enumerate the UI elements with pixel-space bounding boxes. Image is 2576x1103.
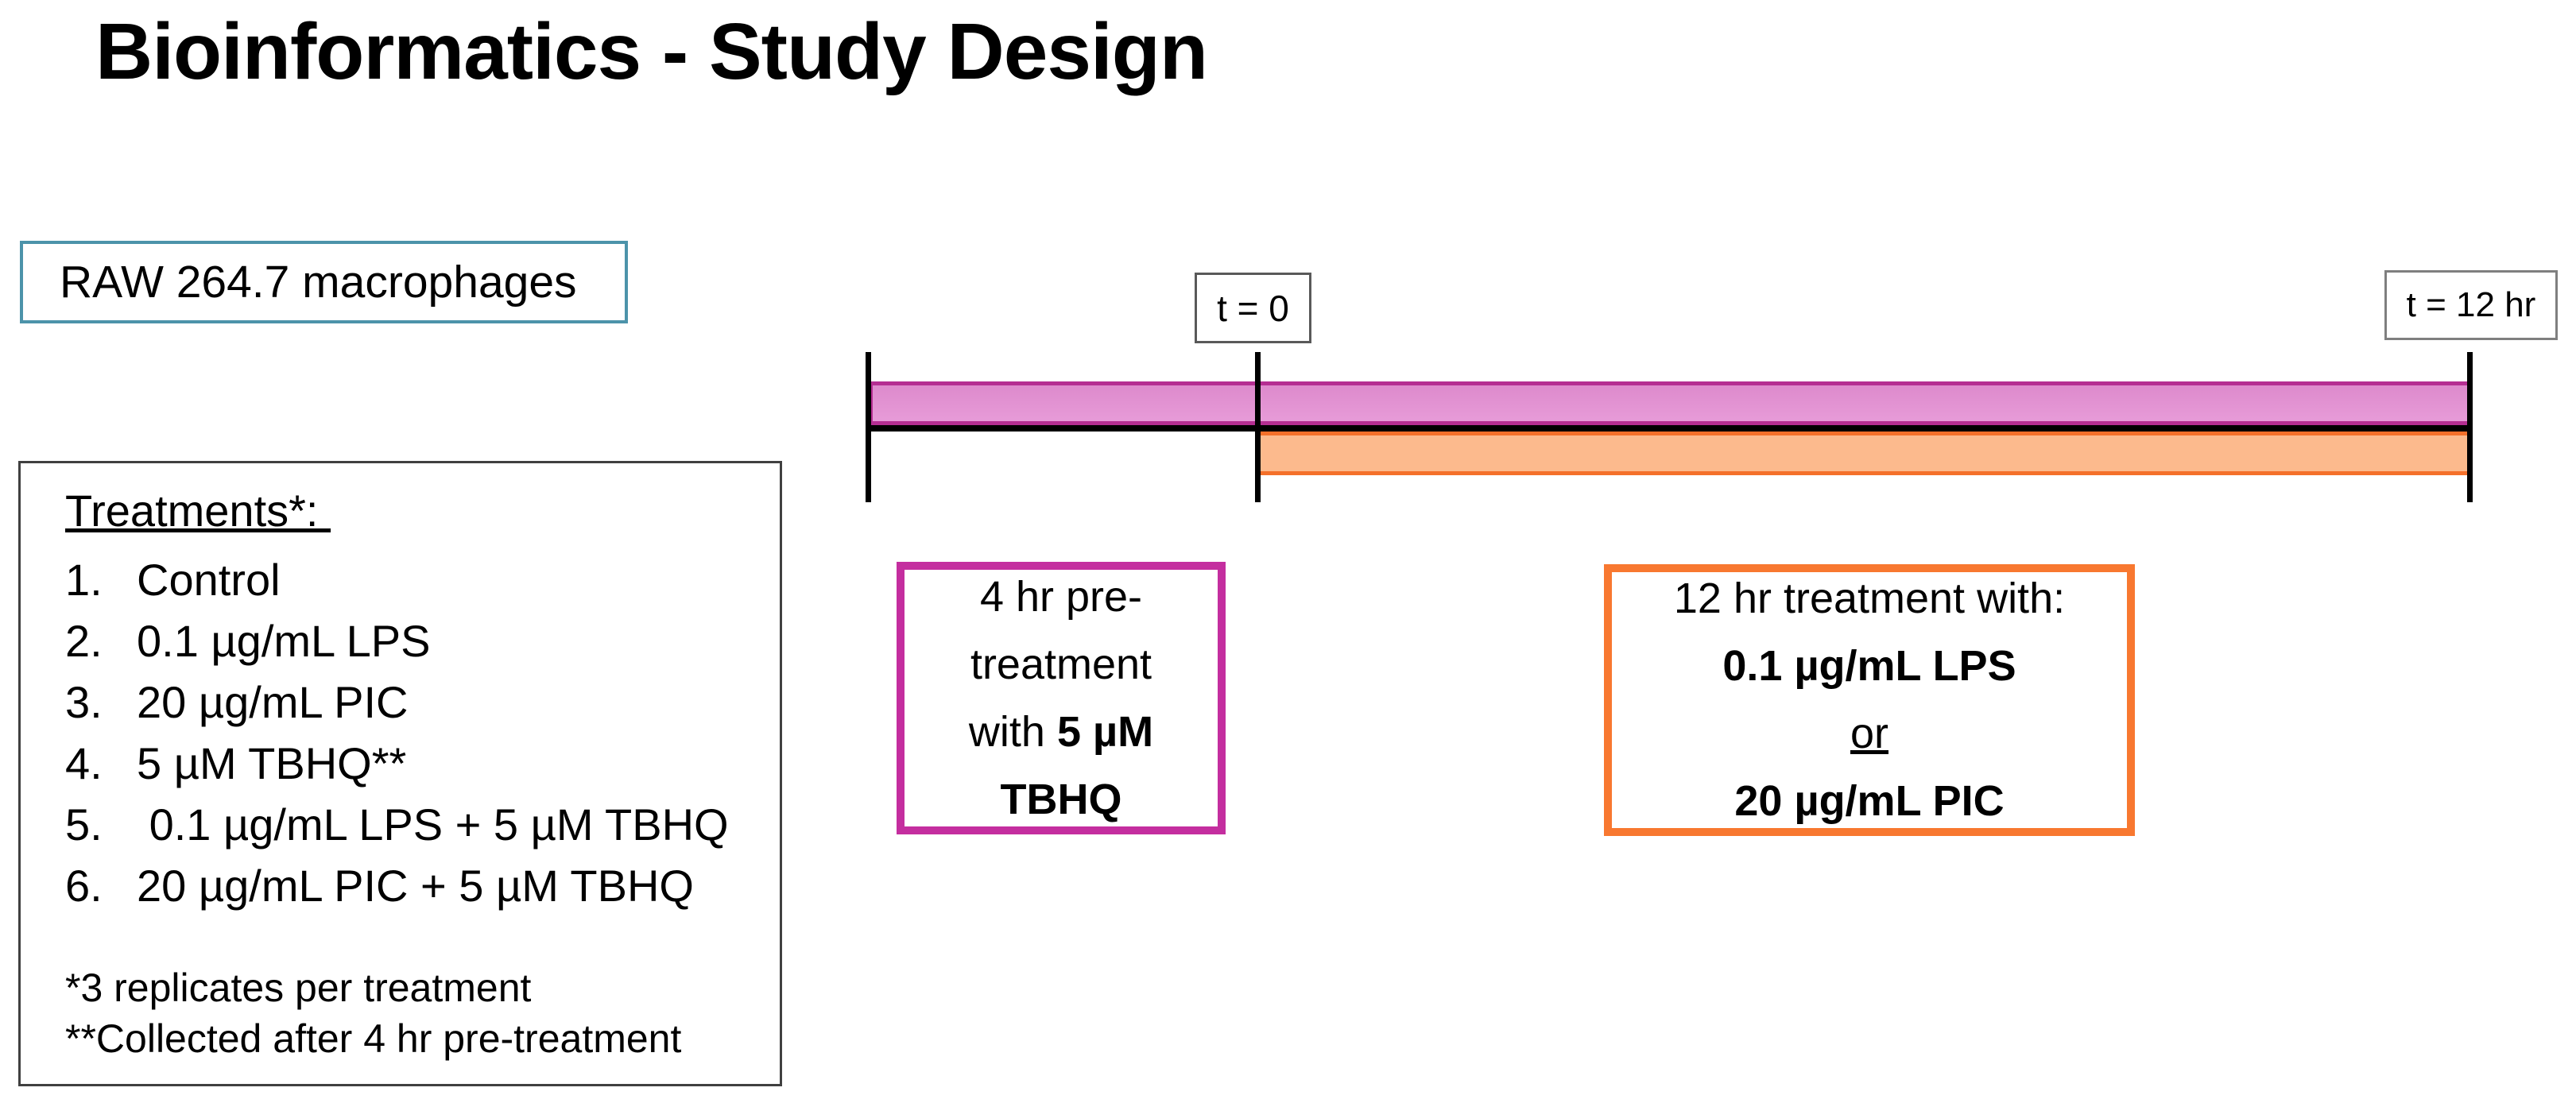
treatment-callout: 12 hr treatment with: 0.1 µg/mL LPS or 2… xyxy=(1604,564,2135,836)
treatments-panel: Treatments*: 1. Control 2. 0.1 µg/mL LPS… xyxy=(18,461,782,1086)
treatment-item-number: 5. xyxy=(65,799,103,850)
timeline-tick-start xyxy=(866,352,871,502)
t0-label-box: t = 0 xyxy=(1195,273,1311,343)
pretreatment-callout-line3: with 5 µM xyxy=(969,699,1153,766)
treatment-item-2: 2. 0.1 µg/mL LPS xyxy=(65,610,765,671)
treatment-item-text: 5 µM TBHQ** xyxy=(137,738,407,788)
pretreatment-callout-line3-regular: with xyxy=(968,707,1057,756)
pretreatment-callout-line1: 4 hr pre- xyxy=(979,572,1143,621)
treatment-item-1: 1. Control xyxy=(65,549,765,610)
footnote-replicates: *3 replicates per treatment xyxy=(65,966,532,1010)
treatment-item-text: 20 µg/mL PIC + 5 µM TBHQ xyxy=(137,861,694,911)
treatment-item-text: 0.1 µg/mL LPS xyxy=(137,616,431,666)
treatment-callout-line4: 20 µg/mL PIC xyxy=(1734,777,2005,825)
timeline-tick-end xyxy=(2467,352,2473,502)
treatments-footnotes: *3 replicates per treatment **Collected … xyxy=(65,962,765,1064)
treatment-item-text: 20 µg/mL PIC xyxy=(137,677,409,727)
footnote-collection: **Collected after 4 hr pre-treatment xyxy=(65,1016,682,1061)
treatment-timeline-bar xyxy=(1255,432,2473,475)
treatment-item-number: 3. xyxy=(65,677,103,727)
pretreatment-callout-line4: TBHQ xyxy=(1000,775,1122,823)
treatment-item-number: 6. xyxy=(65,861,103,911)
treatment-item-4: 4. 5 µM TBHQ** xyxy=(65,733,765,794)
treatment-item-number: 2. xyxy=(65,616,103,666)
pretreatment-timeline-bar xyxy=(869,381,2473,425)
treatment-item-5: 5. 0.1 µg/mL LPS + 5 µM TBHQ xyxy=(65,794,765,855)
treatment-item-text: Control xyxy=(137,555,281,605)
t0-label: t = 0 xyxy=(1217,287,1289,329)
t12-label-box: t = 12 hr xyxy=(2384,270,2558,340)
treatment-callout-line3: or xyxy=(1850,710,1888,757)
timeline-axis xyxy=(866,425,2473,432)
treatment-callout-line2: 0.1 µg/mL LPS xyxy=(1722,642,2016,690)
timeline-tick-t0 xyxy=(1255,352,1261,502)
treatment-callout-line1: 12 hr treatment with: xyxy=(1673,575,2066,622)
pretreatment-callout-line3-bold: 5 µM xyxy=(1056,707,1154,756)
treatments-heading: Treatments*: xyxy=(65,486,331,536)
cell-line-label: RAW 264.7 macrophages xyxy=(60,257,577,308)
slide-title: Bioinformatics - Study Design xyxy=(95,7,1208,96)
treatment-item-3: 3. 20 µg/mL PIC xyxy=(65,671,765,733)
pretreatment-callout-line2: treatment xyxy=(970,640,1152,688)
treatment-item-text: 0.1 µg/mL LPS + 5 µM TBHQ xyxy=(137,799,729,850)
pretreatment-callout: 4 hr pre- treatment with 5 µM TBHQ xyxy=(897,562,1226,834)
treatment-item-number: 4. xyxy=(65,738,103,788)
treatment-item-6: 6. 20 µg/mL PIC + 5 µM TBHQ xyxy=(65,855,765,916)
cell-line-box: RAW 264.7 macrophages xyxy=(20,241,628,323)
t12-label: t = 12 hr xyxy=(2406,285,2536,324)
treatment-item-number: 1. xyxy=(65,555,103,605)
